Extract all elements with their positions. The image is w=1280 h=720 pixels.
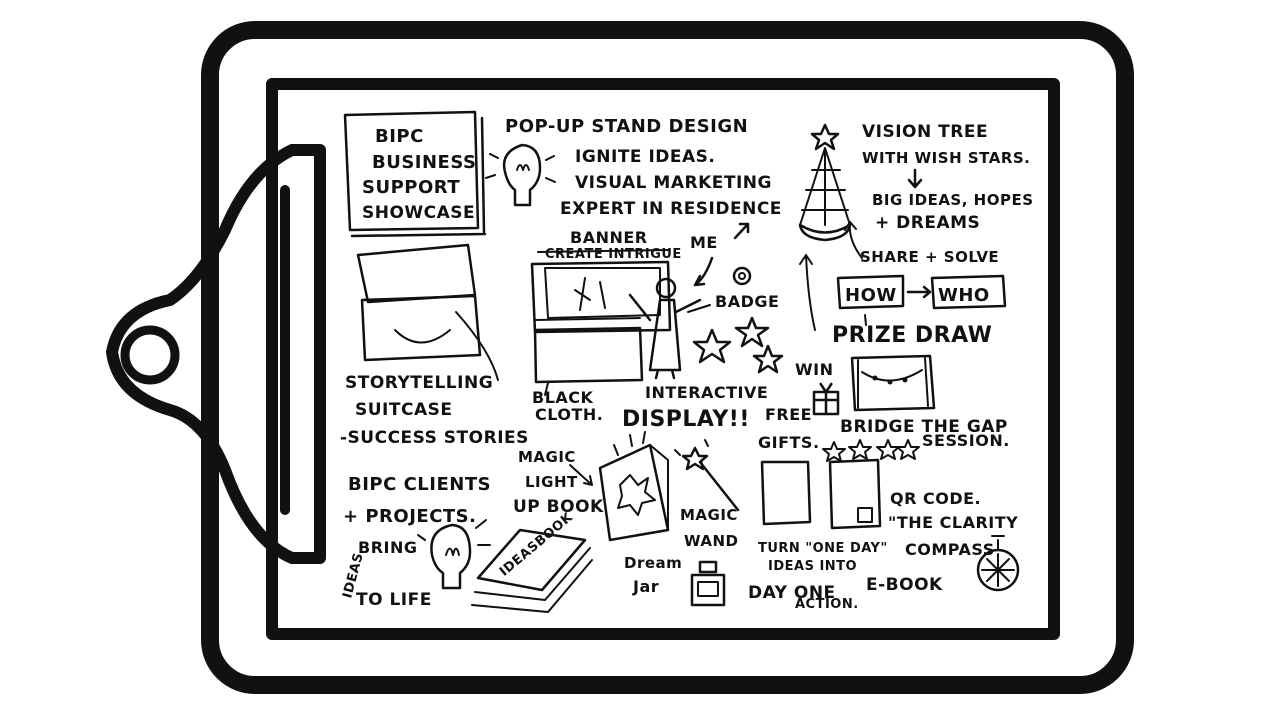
gifts-clarity1: "THE CLARITY	[888, 513, 1018, 532]
gifts-win: WIN	[795, 360, 834, 379]
vision-line4: + DREAMS	[875, 213, 980, 233]
popup-line2: VISUAL MARKETING	[575, 173, 772, 193]
vision-who: WHO	[938, 285, 990, 306]
book-icon	[598, 431, 670, 542]
magic-wand1: MAGIC	[680, 506, 738, 524]
gifts-turn3: DAY ONE	[748, 583, 836, 603]
star-icon	[848, 439, 872, 460]
magic-jar2: Jar	[632, 577, 659, 596]
popup-line1: IGNITE IDEAS.	[575, 147, 715, 167]
clients-section: BIPC CLIENTS + PROJECTS. BRING IDEAS TO …	[340, 474, 593, 613]
suitcase-line1: STORYTELLING	[345, 373, 493, 393]
popup-interactive: INTERACTIVE	[645, 383, 768, 402]
suitcase-section: STORYTELLING SUITCASE -SUCCESS STORIES	[340, 243, 529, 448]
vision-share: SHARE + SOLVE	[860, 248, 999, 266]
popup-title: POP-UP STAND DESIGN	[505, 116, 748, 137]
popup-banner: BANNER	[570, 228, 648, 247]
header-line3: SUPPORT	[362, 177, 460, 198]
gifts-bridge: BRIDGE THE GAP	[840, 417, 1008, 437]
lightbulb-icon	[417, 519, 491, 590]
magic-book2: LIGHT	[525, 473, 578, 491]
clients-to-life: TO LIFE	[356, 590, 432, 610]
header-line1: BIPC	[375, 126, 424, 147]
header-line2: BUSINESS	[372, 152, 476, 173]
popup-display: DISPLAY!!	[622, 407, 750, 432]
popup-line3: EXPERT IN RESIDENCE	[560, 199, 782, 219]
smiley-icon	[732, 266, 752, 286]
jar-icon	[690, 560, 726, 607]
popup-section: POP-UP STAND DESIGN IGNITE IDEAS. VISUAL…	[485, 116, 784, 432]
gifts-qr: QR CODE.	[890, 489, 981, 508]
gifts-turn4: ACTION.	[795, 597, 859, 612]
suitcase-icon	[356, 243, 499, 381]
gift-icon	[812, 382, 840, 416]
magic-book1: MAGIC	[518, 448, 576, 466]
star-icon	[896, 439, 920, 460]
vision-prize: PRIZE DRAW	[832, 323, 992, 348]
magic-book3: UP BOOK	[513, 497, 604, 517]
star-icon	[876, 439, 900, 460]
popup-black: BLACK	[532, 388, 594, 407]
gifts-session: SESSION.	[922, 431, 1010, 450]
clients-line2: + PROJECTS.	[343, 506, 477, 527]
clipboard-icon	[106, 21, 1134, 694]
gifts-clarity2: COMPASS	[905, 540, 995, 559]
lightbulb-icon	[485, 143, 556, 207]
gifts-gifts: GIFTS.	[758, 433, 820, 452]
popup-cloth: CLOTH.	[535, 405, 603, 424]
clients-line1: BIPC CLIENTS	[348, 474, 491, 495]
vision-section: VISION TREE WITH WISH STARS. BIG IDEAS, …	[798, 122, 1034, 348]
header-box: BIPC BUSINESS SUPPORT SHOWCASE	[343, 110, 487, 238]
magic-jar1: Dream	[624, 554, 682, 572]
gifts-section: WIN FREE GIFTS. BRIDGE THE GAP SESSION. …	[748, 354, 1020, 612]
star-icon	[822, 441, 846, 462]
gifts-turn1: TURN "ONE DAY"	[758, 541, 888, 556]
vision-line1: VISION TREE	[862, 122, 988, 142]
popup-me: ME	[690, 233, 718, 252]
popup-badge: BADGE	[715, 292, 779, 311]
gifts-ebook: E-BOOK	[866, 575, 943, 595]
star-icon	[752, 344, 784, 374]
gifts-free: FREE	[765, 405, 812, 424]
header-line4: SHOWCASE	[362, 203, 475, 223]
magic-wand2: WAND	[684, 532, 739, 550]
magic-wand-icon	[674, 439, 740, 512]
banner-drawing	[850, 354, 936, 412]
compass-icon	[976, 535, 1020, 592]
star-icon	[692, 328, 732, 364]
star-icon	[734, 316, 770, 348]
book-icon: IDEASBOOK	[471, 510, 593, 613]
vision-line2: WITH WISH STARS.	[862, 149, 1030, 167]
suitcase-line2: SUITCASE	[355, 400, 452, 420]
person-icon	[628, 277, 702, 380]
vision-line3: BIG IDEAS, HOPES	[872, 191, 1034, 209]
vision-how: HOW	[845, 285, 897, 306]
christmas-tree-icon	[798, 123, 852, 242]
suitcase-line3: -SUCCESS STORIES	[340, 428, 529, 448]
clients-bring: BRING	[358, 538, 418, 557]
gifts-turn2: IDEAS INTO	[768, 559, 857, 574]
stand-drawing	[530, 260, 672, 384]
magic-section: MAGIC LIGHT UP BOOK MAGIC WAND Dream Jar	[513, 431, 740, 607]
